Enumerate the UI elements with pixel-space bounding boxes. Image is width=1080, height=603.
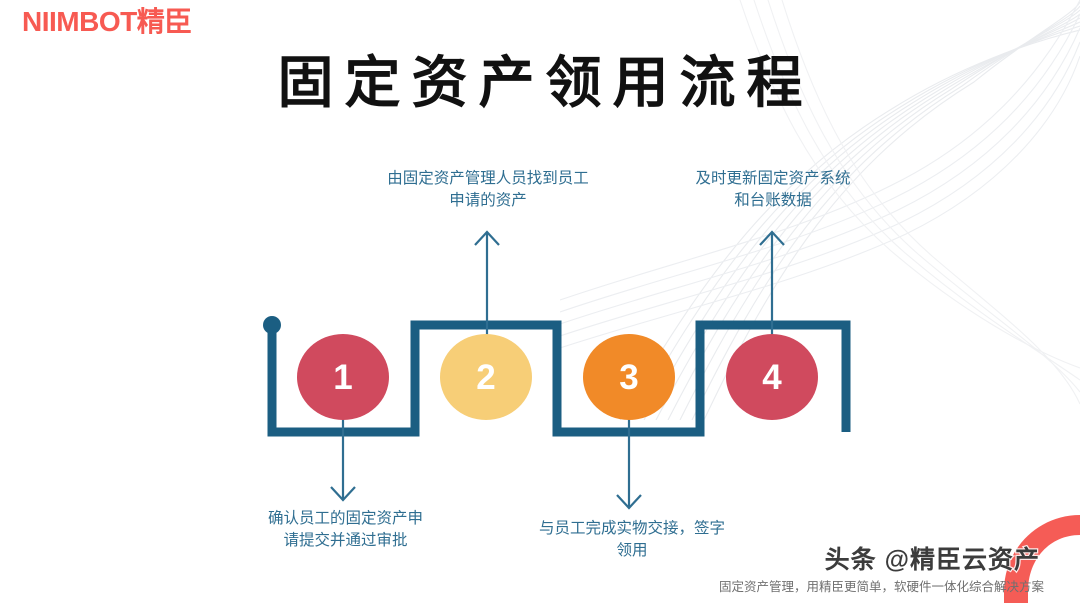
watermark-text: 头条 @精臣云资产 bbox=[823, 545, 1040, 576]
flow-step-number-2: 2 bbox=[476, 357, 496, 397]
flow-step-caption-3: 与员工完成实物交接，签字 领用 bbox=[538, 520, 725, 560]
flow-step-node-4[interactable]: 4 bbox=[726, 334, 818, 420]
page-title: 固定资产领用流程 bbox=[277, 51, 814, 114]
path-start-dot bbox=[263, 316, 281, 334]
flow-step-caption-4: 及时更新固定资产系统 和台账数据 bbox=[695, 170, 851, 210]
flow-step-node-1[interactable]: 1 bbox=[297, 334, 389, 420]
flow-step-caption-2: 由固定资产管理人员找到员工 申请的资产 bbox=[387, 170, 589, 210]
logo-cjk-text: 精臣 bbox=[136, 6, 193, 37]
flow-step-number-3: 3 bbox=[619, 357, 639, 397]
flow-step-node-3[interactable]: 3 bbox=[583, 334, 675, 420]
footer-note-text: 固定资产管理，用精臣更简单，软硬件一体化综合解决方案 bbox=[718, 580, 1044, 594]
flow-step-node-2[interactable]: 2 bbox=[440, 334, 532, 420]
logo-latin-text: NIIMBOT bbox=[22, 6, 137, 37]
arrow-step-4-up bbox=[759, 230, 785, 350]
arrow-step-2-up bbox=[474, 230, 500, 350]
brand-logo: NIIMBOT精臣 bbox=[22, 8, 192, 36]
flow-step-number-4: 4 bbox=[762, 357, 782, 397]
flow-step-number-1: 1 bbox=[333, 357, 353, 397]
flow-step-caption-1: 确认员工的固定资产申 请提交并通过审批 bbox=[267, 510, 423, 550]
arrow-step-3-down bbox=[616, 405, 642, 510]
